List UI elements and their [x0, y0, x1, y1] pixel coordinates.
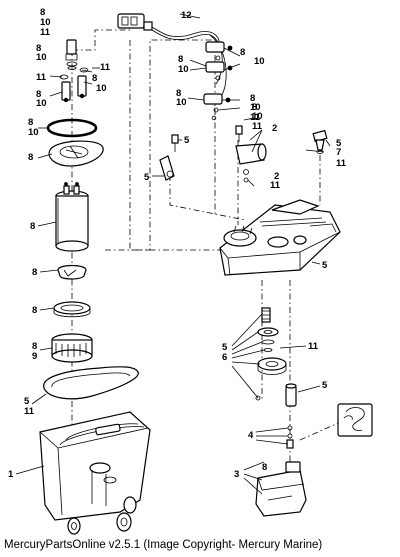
- callout-11: 11: [308, 341, 319, 352]
- callout-5: 5: [322, 260, 328, 271]
- image-copyright-caption: MercuryPartsOnline v2.5.1 (Image Copyrig…: [4, 539, 323, 551]
- callout-8: 8: [30, 221, 35, 232]
- callout-leader-lines: [15, 13, 331, 495]
- callout-3: 3: [234, 469, 239, 480]
- callout-8: 8: [28, 117, 33, 128]
- callout-8: 8: [36, 43, 41, 54]
- callout-2: 2: [272, 123, 277, 134]
- callout-9: 9: [32, 351, 37, 362]
- pressure-regulator-stack: [255, 307, 287, 401]
- callout-11: 11: [336, 158, 347, 169]
- vapor-separator-tank: [39, 411, 151, 535]
- callout-5: 5: [24, 396, 30, 407]
- tank-cover-gasket: [43, 366, 139, 400]
- pump-bracket-top: [48, 140, 104, 167]
- callout-10: 10: [176, 97, 187, 108]
- electric-fuel-pump: [55, 182, 89, 252]
- callout-1: 1: [8, 469, 14, 480]
- callout-7: 7: [336, 147, 341, 158]
- callout-11: 11: [100, 62, 111, 73]
- callout-8: 8: [176, 88, 181, 99]
- wiring-harness: [117, 13, 233, 121]
- callout-11: 11: [40, 27, 51, 38]
- callout-10: 10: [28, 127, 39, 138]
- callout-5: 5: [336, 138, 342, 149]
- callout-10: 10: [178, 64, 189, 75]
- filter-bracket-assembly: [255, 461, 307, 517]
- callout-8: 8: [250, 93, 255, 104]
- callout-6: 6: [222, 352, 227, 363]
- pump-isolator: [57, 264, 87, 280]
- callout-4: 4: [248, 430, 254, 441]
- callout-5: 5: [144, 172, 150, 183]
- callout-11: 11: [24, 406, 35, 417]
- callout-8: 8: [28, 152, 33, 163]
- callout-10: 10: [36, 52, 47, 63]
- callout-10: 10: [250, 102, 261, 113]
- callout-10: 10: [252, 111, 263, 122]
- callout-8: 8: [32, 341, 37, 352]
- callout-8: 8: [178, 54, 183, 65]
- callout-8: 8: [262, 462, 267, 473]
- callout-12: 12: [181, 10, 192, 21]
- callout-2: 2: [274, 171, 279, 182]
- callout-11: 11: [250, 112, 261, 123]
- callout-8: 8: [92, 73, 97, 84]
- callout-10: 10: [40, 17, 51, 28]
- callout-8: 8: [40, 7, 45, 18]
- callout-labels: 8 10 11 12 8 10 11 11 8 10 8 10 8 10 8 1…: [8, 7, 347, 480]
- inset-clip-detail: [337, 403, 373, 437]
- callout-11: 11: [270, 180, 281, 191]
- callout-5: 5: [222, 342, 228, 353]
- callout-8: 8: [36, 89, 41, 100]
- fuel-cover-assembly: [219, 199, 341, 276]
- callout-5: 5: [184, 135, 190, 146]
- upper-left-fittings: [59, 39, 89, 103]
- callout-11: 11: [252, 121, 263, 132]
- callout-8: 8: [240, 47, 245, 58]
- callout-5: 5: [322, 380, 328, 391]
- callout-8: 8: [32, 305, 37, 316]
- pump-retainer: [53, 301, 91, 318]
- callout-10: 10: [36, 98, 47, 109]
- fuel-line-fittings: [285, 383, 297, 449]
- callout-11: 11: [36, 72, 47, 83]
- cover-screws-and-fittings: [159, 125, 328, 183]
- callout-10: 10: [254, 56, 265, 67]
- callout-8: 8: [32, 267, 37, 278]
- fuel-filter-screen: [51, 333, 93, 363]
- callout-10: 10: [96, 83, 107, 94]
- callout-8: 8: [252, 102, 257, 113]
